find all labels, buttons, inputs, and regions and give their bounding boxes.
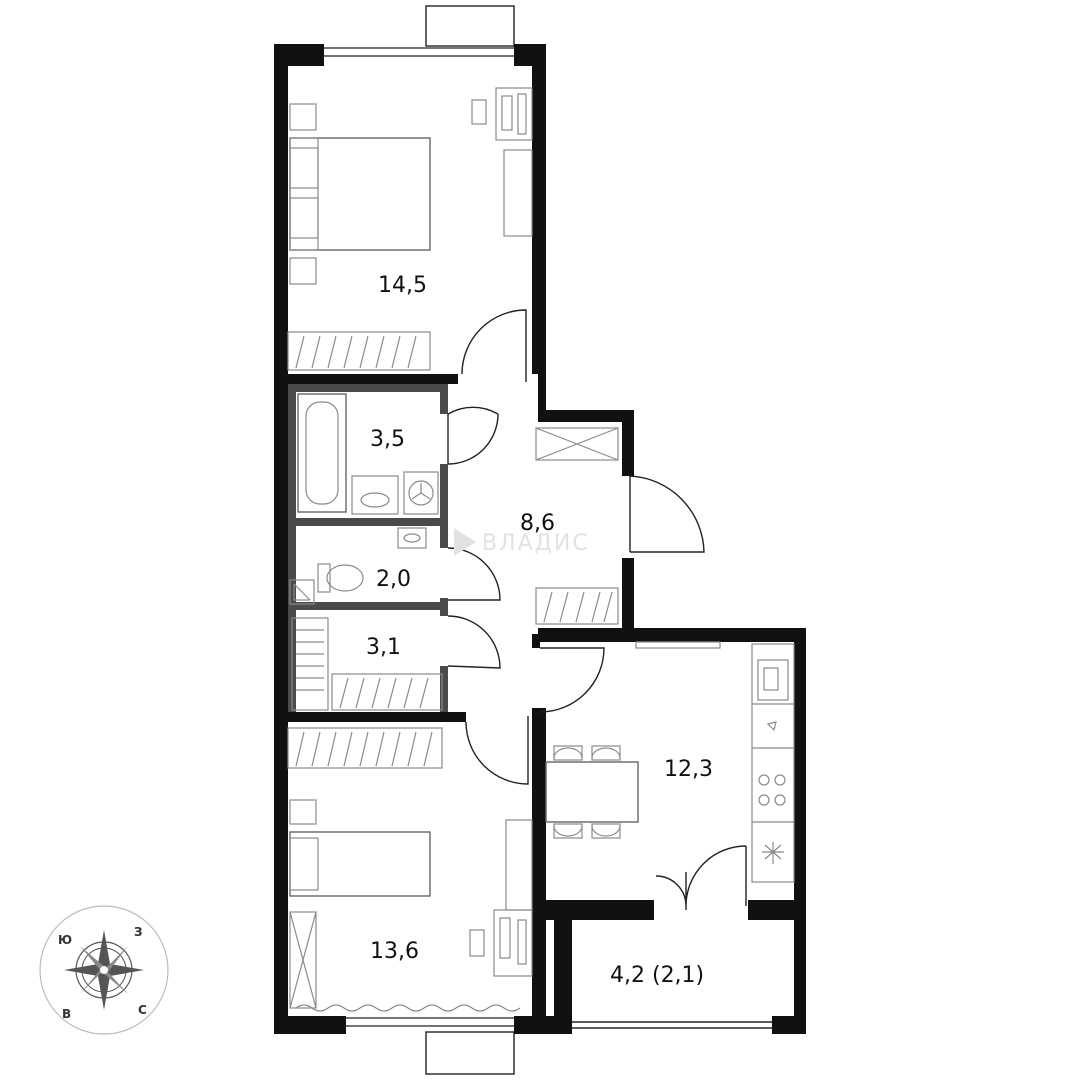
watermark-logo: ВЛАДИС — [454, 528, 590, 556]
room-area-toilet: 2,0 — [376, 567, 411, 592]
window-bottom — [346, 1017, 516, 1075]
room-area-hallway: 8,6 — [520, 511, 555, 536]
bedroom-top-furniture — [287, 87, 533, 371]
hallway-furniture — [535, 427, 619, 625]
room-area-bathroom: 3,5 — [370, 427, 405, 452]
window-top — [322, 5, 516, 57]
room-area-bedroom-bottom: 13,6 — [370, 939, 419, 964]
compass-label-east: С — [138, 1003, 147, 1017]
bedroom-bottom-furniture — [287, 727, 533, 1012]
room-area-storage: 3,1 — [366, 635, 401, 660]
room-area-bedroom-top: 14,5 — [378, 273, 427, 298]
toilet-furniture — [289, 527, 427, 605]
compass-label-north: З — [134, 925, 143, 939]
compass-label-south: В — [62, 1007, 71, 1021]
room-area-balcony: 4,2 (2,1) — [610, 963, 704, 988]
watermark-text: ВЛАДИС — [482, 531, 590, 556]
compass-label-west: Ю — [58, 933, 72, 947]
storage-furniture — [291, 617, 443, 711]
room-area-kitchen: 12,3 — [664, 757, 713, 782]
bathroom-furniture — [297, 393, 439, 515]
interior-walls — [288, 374, 466, 722]
compass-icon: З Ю В С — [39, 905, 169, 1035]
kitchen-furniture — [545, 641, 795, 883]
balcony-railing — [572, 1021, 772, 1029]
doors — [447, 309, 747, 910]
exterior-walls — [274, 44, 806, 1034]
